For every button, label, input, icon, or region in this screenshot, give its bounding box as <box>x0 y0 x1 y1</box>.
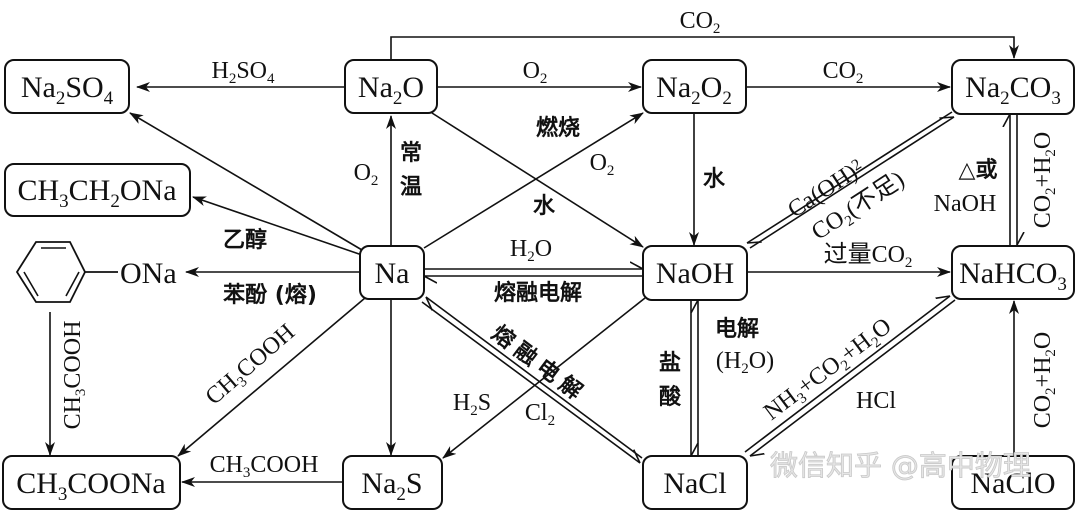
label-hcl-acid-1: 盐 <box>659 351 681 376</box>
watermark: 微信知乎 @高中物理 <box>770 449 1031 482</box>
node-ch3ch2ona: CH3CH2ONa <box>4 163 191 217</box>
edge-na2co3-naoh <box>746 111 953 243</box>
node-na2o2: Na2O2 <box>642 59 747 114</box>
node-label: NaClO <box>971 467 1056 500</box>
label-combustion: 燃烧 <box>536 115 580 141</box>
node-phenoxide: ONa <box>120 257 177 290</box>
label-hcl: HCl <box>856 388 896 414</box>
edge-na-na2o2 <box>423 112 644 249</box>
node-naoh: NaOH <box>642 245 748 301</box>
node-label: Na <box>375 257 410 290</box>
benzene-ring-icon <box>15 241 118 303</box>
label-molten-electrolysis-2-group: 熔融电解 <box>487 320 592 408</box>
edge-na2o-naoh <box>431 112 644 248</box>
edge-na-nacl <box>421 301 640 464</box>
node-na2s: Na2S <box>342 455 443 510</box>
node-label: CH3COONa <box>16 467 166 505</box>
label-co2-h2o-bottom: CO2+H2O <box>1030 332 1059 429</box>
label-water-na2o2: 水 <box>703 167 726 192</box>
label-ch3cooh-diag-group: CH3COOH <box>201 319 302 412</box>
label-co2-h2o-top-group: CO2+H2O <box>1030 132 1059 229</box>
label-excess-co2: 过量CO2 <box>824 241 913 271</box>
node-naclo: NaClO <box>951 455 1075 510</box>
node-na: Na <box>359 245 425 300</box>
edge-nahco3-nacl <box>749 299 956 456</box>
label-room-temp-1: 常 <box>400 140 422 166</box>
label-molten-electrolysis-1: 熔融电解 <box>494 280 582 306</box>
node-ch3coona: CH3COONa <box>2 455 181 510</box>
label-ch3cooh-diag: CH3COOH <box>201 319 302 412</box>
label-water-na2o: 水 <box>533 194 556 219</box>
label-naoh: NaOH <box>934 191 997 217</box>
label-o2-na-na2o: O2 <box>354 160 379 189</box>
node-label: Na2O <box>358 71 424 109</box>
label-electrolysis-h2o: (H2O) <box>716 348 774 377</box>
node-na2co3: Na2CO3 <box>951 59 1075 115</box>
label-h2s: H2S <box>453 390 491 419</box>
label-o2-burn: O2 <box>590 150 615 179</box>
edge-na-na2so4 <box>129 112 363 251</box>
node-label: Na2S <box>361 467 422 505</box>
node-na2so4: Na2SO4 <box>4 59 130 114</box>
edge-naoh-na2s <box>442 297 646 459</box>
edge-na-ch3coona <box>177 297 366 457</box>
label-cl2: Cl2 <box>525 400 555 429</box>
label-phenol: 苯酚 (熔) <box>222 282 317 308</box>
node-label: Na2CO3 <box>965 71 1061 109</box>
node-label: CH3CH2ONa <box>17 174 176 212</box>
label-ch3cooh-vert: CH3COOH <box>60 321 89 430</box>
node-na2o: Na2O <box>344 59 438 114</box>
node-label: Na2SO4 <box>21 71 114 109</box>
label-ch3cooh-vert-group: CH3COOH <box>60 321 89 430</box>
node-label: NaOH <box>656 257 734 290</box>
node-label: Na2O2 <box>656 71 732 109</box>
edges <box>45 36 1019 487</box>
edge-labels: CO2 H2SO4 O2 CO2 燃烧 O2 O2 常 温 水 水 乙醇 H2O… <box>60 8 1059 481</box>
label-molten-electrolysis-2: 熔融电解 <box>487 320 592 408</box>
label-co2-na2o2-na2co3: CO2 <box>823 58 864 87</box>
label-ch3cooh-horiz: CH3COOH <box>210 452 319 481</box>
label-hcl-acid-2: 酸 <box>659 385 682 410</box>
label-co2-h2o-bottom-group: CO2+H2O <box>1030 332 1059 429</box>
label-electrolysis: 电解 <box>715 316 759 342</box>
node-label: NaCl <box>663 467 726 500</box>
label-co2-top: CO2 <box>680 8 721 37</box>
edge-naoh-na2co3 <box>749 117 955 249</box>
edge-na2o-na2co3 <box>390 36 1019 60</box>
node-nahco3: NaHCO3 <box>951 245 1075 300</box>
edge-nacl-na <box>426 296 643 459</box>
label-co2-h2o-top: CO2+H2O <box>1030 132 1059 229</box>
node-label: ONa <box>120 257 177 290</box>
label-heat-or: △或 <box>959 157 998 183</box>
label-room-temp-2: 温 <box>400 175 422 200</box>
label-h2so4: H2SO4 <box>211 58 275 87</box>
node-label: NaHCO3 <box>959 257 1067 295</box>
label-h2o-na-naoh: H2O <box>510 236 552 265</box>
edge-na-ethoxide <box>192 196 363 256</box>
label-o2-na2o-na2o2: O2 <box>523 58 548 87</box>
label-ethanol: 乙醇 <box>223 227 267 253</box>
node-nacl: NaCl <box>642 455 748 510</box>
edge-nacl-nahco3 <box>744 296 951 453</box>
